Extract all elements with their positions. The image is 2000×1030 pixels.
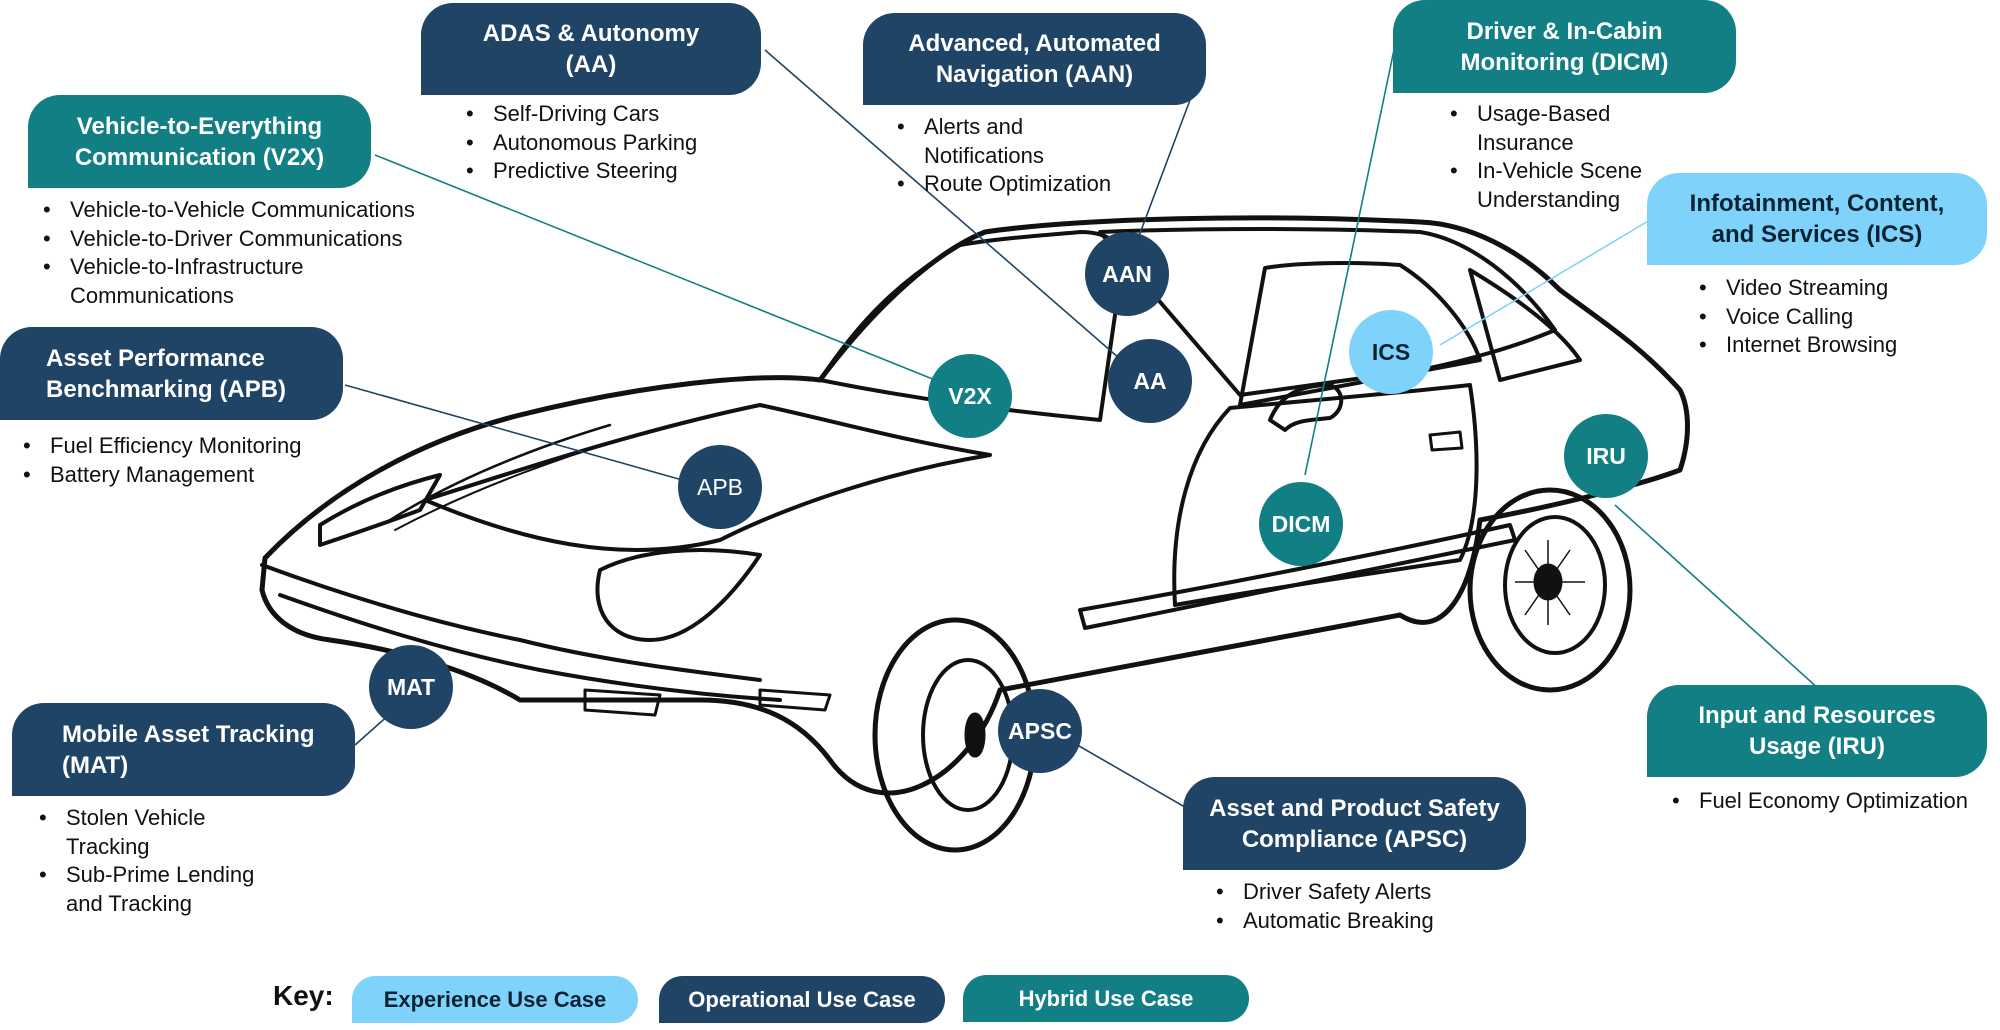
mat-label: Mobile Asset Tracking (MAT) xyxy=(12,703,355,796)
svg-text:APSC: APSC xyxy=(1008,718,1072,744)
v2x-bullets: Vehicle-to-Vehicle Communications Vehicl… xyxy=(38,196,415,310)
marker-ics: ICS xyxy=(1349,310,1433,394)
apb-bullets: Fuel Efficiency Monitoring Battery Manag… xyxy=(18,432,302,489)
svg-text:V2X: V2X xyxy=(948,383,992,409)
car-outline xyxy=(259,215,1690,796)
list-item: Predictive Steering xyxy=(461,157,697,186)
apsc-bullets: Driver Safety Alerts Automatic Breaking xyxy=(1211,878,1434,935)
dicm-connector xyxy=(1304,44,1396,476)
list-item: Voice Calling xyxy=(1694,303,1897,332)
iru-label: Input and Resources Usage (IRU) xyxy=(1647,685,1987,777)
marker-v2x: V2X xyxy=(928,354,1012,438)
list-item: Vehicle-to-Infrastructure Communications xyxy=(38,253,415,310)
key-title: Key: xyxy=(273,980,334,1011)
list-item: Self-Driving Cars xyxy=(461,100,697,129)
aa-bullets: Self-Driving Cars Autonomous Parking Pre… xyxy=(461,100,697,186)
svg-text:ICS: ICS xyxy=(1372,339,1410,365)
key-experience: Experience Use Case xyxy=(352,976,638,1023)
mat-bullets: Stolen Vehicle Tracking Sub-Prime Lendin… xyxy=(34,804,254,918)
list-item: Vehicle-to-Vehicle Communications xyxy=(38,196,415,225)
list-item: Automatic Breaking xyxy=(1211,907,1434,936)
marker-aa: AA xyxy=(1108,339,1192,423)
list-item: Video Streaming xyxy=(1694,274,1897,303)
apsc-connector xyxy=(1059,734,1191,811)
list-item: Vehicle-to-Driver Communications xyxy=(38,225,415,254)
marker-aan: AAN xyxy=(1085,232,1169,316)
list-item: In-Vehicle Scene Understanding xyxy=(1445,157,1642,214)
dicm-bullets: Usage-Based Insurance In-Vehicle Scene U… xyxy=(1445,100,1642,214)
svg-text:MAT: MAT xyxy=(387,674,435,700)
iru-bullets: Fuel Economy Optimization xyxy=(1667,787,1968,816)
list-item: Fuel Efficiency Monitoring xyxy=(18,432,302,461)
ics-label: Infotainment, Content, and Services (ICS… xyxy=(1647,173,1987,265)
apsc-label: Asset and Product Safety Compliance (APS… xyxy=(1183,777,1526,870)
marker-dicm: DICM xyxy=(1259,482,1343,566)
aa-label: ADAS & Autonomy (AA) xyxy=(421,3,761,95)
list-item: Usage-Based Insurance xyxy=(1445,100,1642,157)
iru-connector xyxy=(1614,504,1821,691)
front-wheel xyxy=(872,617,1038,853)
list-item: Fuel Economy Optimization xyxy=(1667,787,1968,816)
aa-connector xyxy=(764,49,1151,386)
svg-text:APB: APB xyxy=(697,474,743,500)
list-item: Alerts and Notifications xyxy=(892,113,1111,170)
list-item: Route Optimization xyxy=(892,170,1111,199)
svg-text:AA: AA xyxy=(1133,368,1166,394)
svg-text:IRU: IRU xyxy=(1586,443,1626,469)
key-operational: Operational Use Case xyxy=(659,976,945,1023)
ics-connector xyxy=(1439,219,1651,346)
apb-label: Asset Performance Benchmarking (APB) xyxy=(0,327,343,420)
list-item: Autonomous Parking xyxy=(461,129,697,158)
v2x-label: Vehicle-to-Everything Communication (V2X… xyxy=(28,95,371,188)
svg-text:DICM: DICM xyxy=(1272,511,1331,537)
marker-apb: APB xyxy=(678,445,762,529)
svg-text:AAN: AAN xyxy=(1102,261,1152,287)
dicm-label: Driver & In-Cabin Monitoring (DICM) xyxy=(1393,0,1736,93)
list-item: Sub-Prime Lending and Tracking xyxy=(34,861,254,918)
list-item: Battery Management xyxy=(18,461,302,490)
connector-lines xyxy=(344,44,1821,811)
v2x-connector xyxy=(374,154,961,391)
ics-bullets: Video Streaming Voice Calling Internet B… xyxy=(1694,274,1897,360)
list-item: Driver Safety Alerts xyxy=(1211,878,1434,907)
key-hybrid: Hybrid Use Case xyxy=(963,975,1249,1022)
apb-connector xyxy=(344,384,701,486)
aan-label: Advanced, Automated Navigation (AAN) xyxy=(863,13,1206,105)
rear-wheel xyxy=(1467,487,1633,693)
marker-iru: IRU xyxy=(1564,414,1648,498)
marker-apsc: APSC xyxy=(998,689,1082,773)
list-item: Stolen Vehicle Tracking xyxy=(34,804,254,861)
aan-bullets: Alerts and Notifications Route Optimizat… xyxy=(892,113,1111,199)
list-item: Internet Browsing xyxy=(1694,331,1897,360)
marker-mat: MAT xyxy=(369,645,453,729)
